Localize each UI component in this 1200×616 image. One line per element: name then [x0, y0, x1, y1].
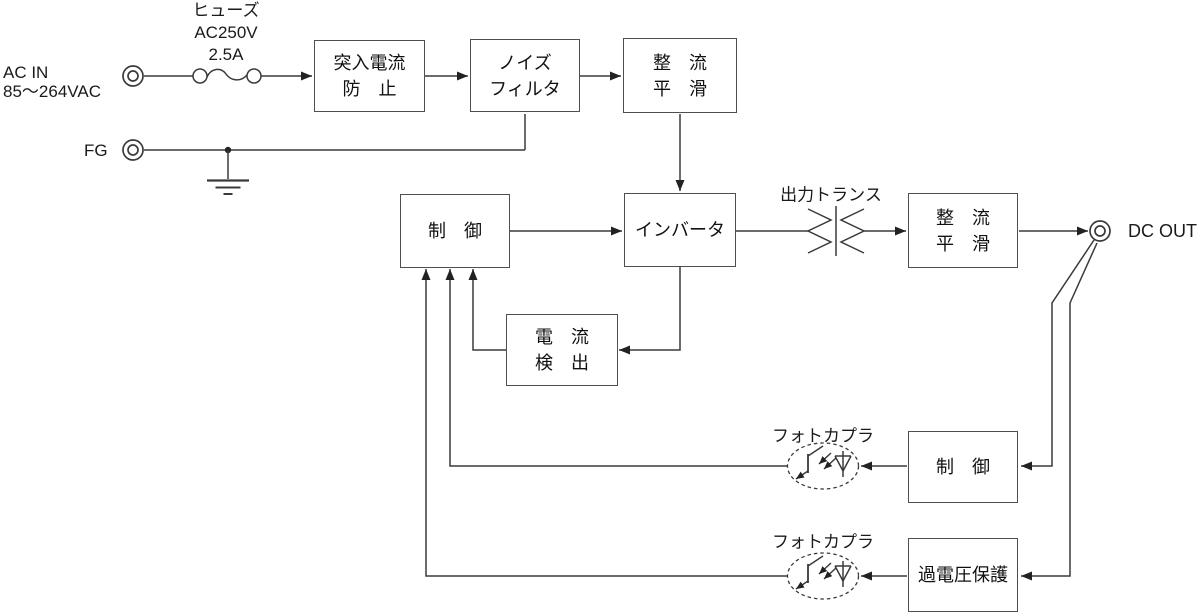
- box-label: ノイズ: [498, 52, 552, 73]
- fg-wire: [144, 114, 526, 195]
- current-detect-wires: [468, 267, 681, 355]
- fuse-voltage: AC250V: [194, 23, 258, 42]
- box-label: 整 流: [653, 52, 707, 73]
- box-control-main: 制 御: [400, 194, 510, 268]
- box-noise-filter: ノイズ フィルタ: [470, 39, 580, 112]
- primary-flow-wires: [425, 71, 1088, 256]
- box-control-secondary: 制 御: [908, 431, 1018, 503]
- dc-out-feedback-wires: [1021, 239, 1098, 581]
- box-label: 平 滑: [936, 233, 990, 254]
- box-label: 整 流: [936, 207, 990, 228]
- photocoupler-1-symbol: [786, 442, 860, 490]
- box-label: 電 流: [535, 327, 589, 347]
- box-label: 防 止: [342, 79, 397, 99]
- ground-symbol: [207, 179, 249, 195]
- box-label: 検 出: [535, 353, 589, 373]
- dc-out-terminal: [1089, 220, 1111, 242]
- feedback1-wires: [445, 269, 907, 471]
- box-label: 平 滑: [653, 78, 707, 99]
- fuse-label: ヒューズ AC250V 2.5A: [192, 0, 259, 66]
- feedback2-wires: [421, 269, 907, 581]
- photocoupler-1-label: フォトカプラ: [772, 426, 874, 446]
- box-label: インバータ: [635, 220, 725, 240]
- box-label: 制 御: [428, 221, 482, 241]
- ac-in-label: AC IN 85〜264VAC: [3, 63, 101, 101]
- box-overvoltage-protection: 過電圧保護: [908, 538, 1018, 612]
- photocoupler-2-label: フォトカプラ: [772, 532, 874, 552]
- output-transformer-label: 出力トランス: [780, 185, 882, 205]
- fg-terminal: [122, 139, 144, 161]
- ac-in-range: 85〜264VAC: [3, 82, 101, 101]
- ac-in-terminal: [122, 65, 144, 87]
- ac-in-title: AC IN: [3, 63, 49, 82]
- dc-out-label: DC OUT: [1128, 221, 1197, 241]
- ac-input-wire: [144, 68, 312, 84]
- fuse-symbol: [192, 68, 262, 84]
- box-label: 突入電流: [333, 53, 406, 73]
- box-rectify-smooth-output: 整 流 平 滑: [908, 193, 1018, 268]
- output-transformer-symbol: [806, 206, 866, 256]
- fg-label: FG: [84, 141, 108, 160]
- box-rectify-smooth-input: 整 流 平 滑: [623, 38, 737, 113]
- fuse-current: 2.5A: [208, 45, 244, 64]
- fuse-name: ヒューズ: [192, 1, 260, 20]
- box-label: 過電圧保護: [918, 565, 1008, 585]
- box-label: フィルタ: [489, 78, 561, 99]
- box-inrush-prevention: 突入電流 防 止: [314, 40, 425, 112]
- box-current-detect: 電 流 検 出: [506, 314, 618, 386]
- photocoupler-2-symbol: [786, 552, 860, 600]
- box-label: 制 御: [936, 457, 990, 477]
- box-inverter: インバータ: [624, 193, 736, 267]
